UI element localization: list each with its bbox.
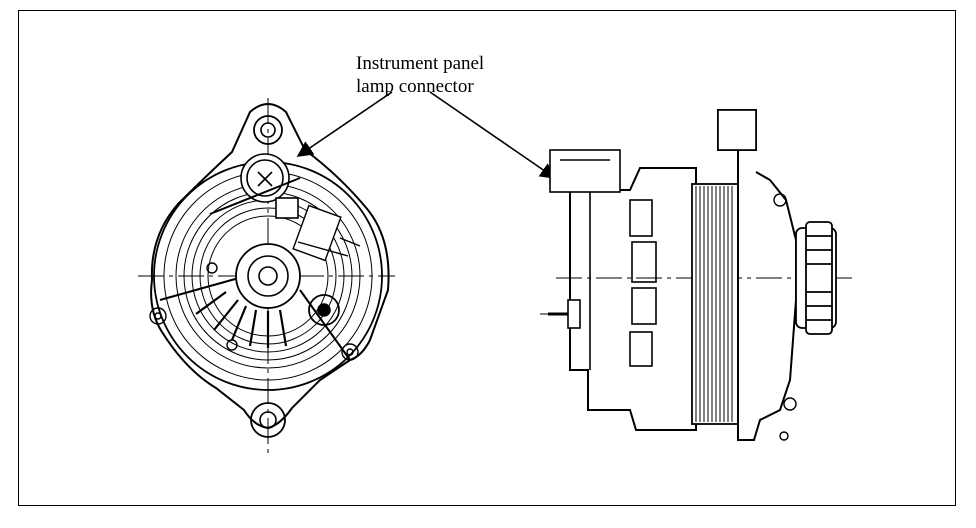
side-output-stud xyxy=(548,299,581,329)
front-lamp-connector xyxy=(240,153,299,219)
callout-label-line-2: lamp connector xyxy=(356,76,474,97)
side-stator-stack xyxy=(691,183,739,425)
side-stator-fins xyxy=(695,186,733,422)
front-output-stud xyxy=(308,294,340,326)
figure-frame xyxy=(18,10,956,506)
front-shaft-hub xyxy=(235,243,301,309)
callout-label: Instrument panel lamp connector xyxy=(356,52,484,98)
alternator-side-view xyxy=(540,109,852,441)
leader-line-side-view xyxy=(429,91,557,179)
leader-lines xyxy=(296,91,557,179)
side-lamp-connector xyxy=(549,149,621,193)
alternator-front-view xyxy=(138,98,395,455)
front-bottom-mount-hole xyxy=(250,402,286,438)
side-front-fasteners xyxy=(773,193,797,441)
side-vent-slots xyxy=(629,199,657,367)
front-terminal-block xyxy=(292,204,361,262)
front-fasteners xyxy=(149,262,359,361)
side-pulley xyxy=(795,221,837,335)
leader-line-front-view xyxy=(296,91,393,157)
side-rear-housing xyxy=(569,167,697,431)
front-fins xyxy=(195,291,288,348)
callout-label-line-1: Instrument panel xyxy=(356,53,485,74)
front-top-mount-hole xyxy=(253,115,283,145)
